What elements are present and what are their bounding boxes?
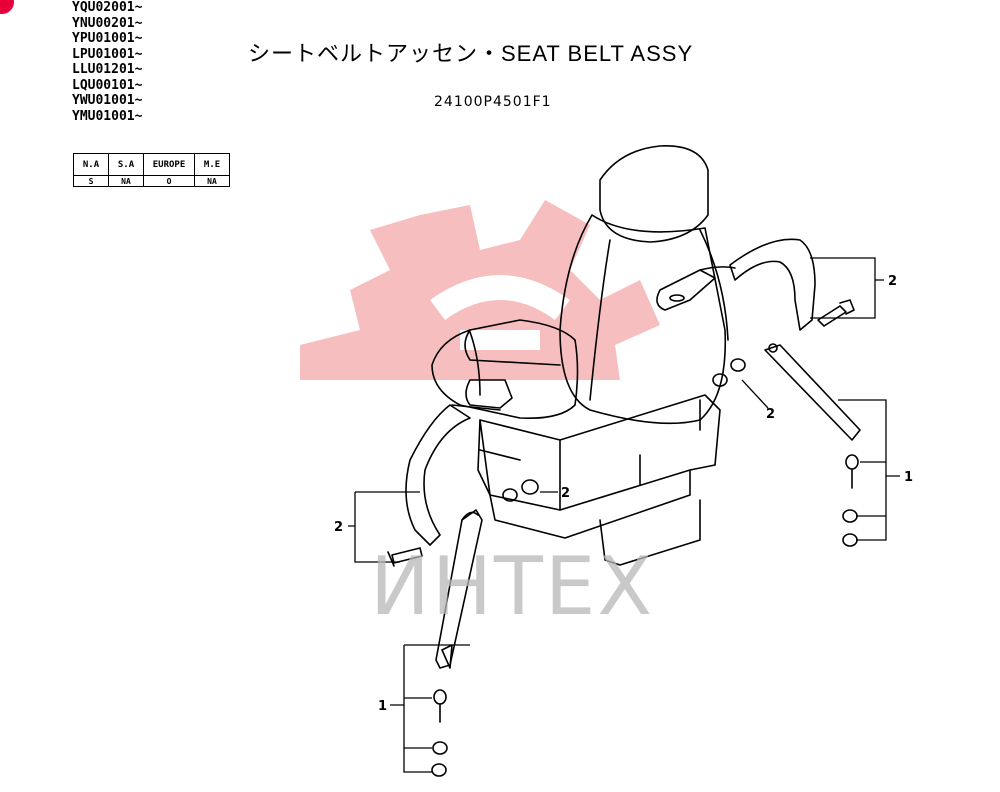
- headrest: [599, 145, 709, 243]
- upper-buckle: [656, 269, 716, 311]
- callout-left-bracket: 2: [334, 520, 343, 535]
- left-bolt: [391, 547, 423, 564]
- washer: [842, 509, 858, 523]
- nut: [730, 358, 746, 372]
- serial-range: YWU01001~: [72, 93, 143, 108]
- market-applicability-table: N.A S.A EUROPE M.E S NA O NA: [73, 153, 230, 187]
- upper-bolt: [817, 305, 847, 327]
- callout-labels: 2 2 1 2 2 1: [334, 274, 913, 714]
- eye-bolt: [433, 689, 447, 705]
- serial-range: YQU02001~: [72, 0, 143, 15]
- nut: [712, 373, 728, 387]
- serial-number-list: YQU02001~ YNU00201~ YPU01001~ LPU01001~ …: [72, 0, 142, 124]
- eye-bolt: [845, 454, 859, 470]
- gear-watermark-inner: [430, 275, 570, 350]
- seat-back: [559, 214, 727, 425]
- shoulder-belt-strap: [729, 238, 816, 331]
- serial-range: YMU01001~: [72, 108, 143, 124]
- lap-belt-strap: [405, 404, 471, 546]
- lap-buckle: [465, 379, 513, 409]
- serial-range: YNU00201~: [72, 15, 143, 31]
- serial-range: LQU00101~: [72, 77, 143, 93]
- callout-bottom-group: 1: [378, 699, 387, 714]
- nut: [431, 763, 447, 777]
- callout-upper-right-nut: 2: [766, 407, 775, 422]
- callout-upper-right-bracket: 2: [888, 274, 897, 289]
- washer: [432, 741, 448, 755]
- nut: [521, 479, 539, 495]
- right-anchor-strap: [764, 344, 861, 441]
- callout-center-nut: 2: [561, 486, 570, 501]
- callout-right-group: 1: [904, 470, 913, 485]
- nut: [502, 488, 518, 502]
- watermark-text: ИНТЕХ: [370, 540, 655, 633]
- page-title: シートベルトアッセン・SEAT BELT ASSY: [248, 41, 694, 66]
- serial-range: LPU01001~: [72, 46, 143, 62]
- serial-range: LLU01201~: [72, 62, 143, 77]
- market-header: M.E: [194, 153, 230, 176]
- serial-range: YPU01001~: [72, 31, 143, 46]
- part-number: 24100P4501F1: [434, 94, 552, 110]
- market-value: NA: [194, 175, 230, 187]
- nut: [842, 533, 858, 547]
